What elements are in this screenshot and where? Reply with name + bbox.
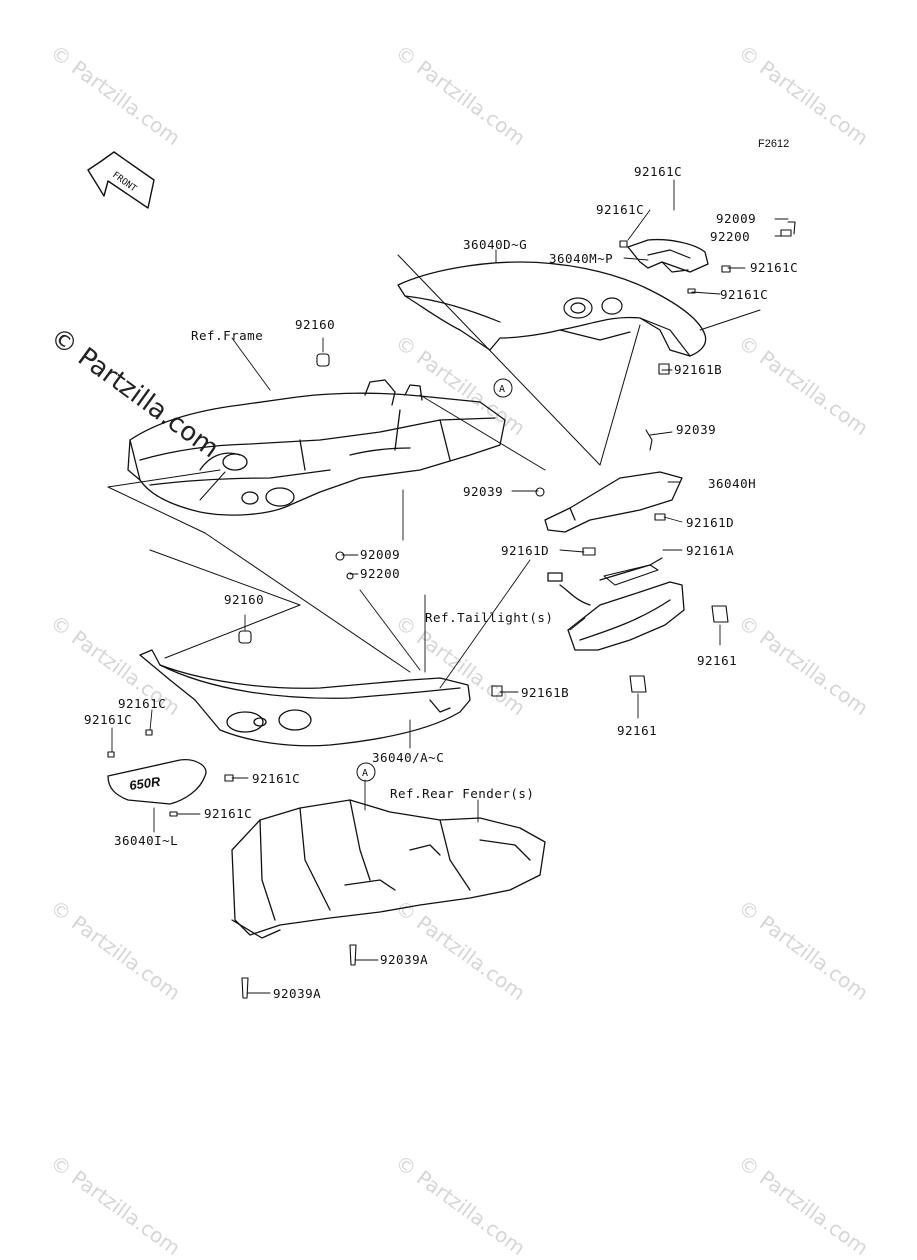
part-label[interactable]: 92039: [676, 422, 717, 437]
part-label[interactable]: 92161C: [596, 202, 645, 217]
part-label[interactable]: 92161: [617, 723, 658, 738]
top-cover-small: [627, 238, 709, 273]
part-label[interactable]: 92039: [463, 484, 504, 499]
svg-text:A: A: [499, 384, 505, 395]
front-label: FRONT: [110, 170, 138, 194]
part-label[interactable]: 92009: [360, 547, 401, 562]
part-label[interactable]: 92161B: [521, 685, 570, 700]
part-label[interactable]: 92039A: [273, 986, 322, 1001]
part-label[interactable]: 92161C: [204, 806, 253, 821]
part-label[interactable]: 92161D: [501, 543, 550, 558]
rear-fender: [231, 799, 546, 939]
leader-lines: [111, 179, 789, 994]
taillight: [547, 557, 685, 651]
side-cover-650r: 650R: [107, 759, 207, 805]
part-label[interactable]: 36040/A~C: [372, 750, 445, 765]
part-label[interactable]: 92009: [716, 211, 757, 226]
frame: [127, 379, 506, 516]
part-label[interactable]: 92200: [710, 229, 751, 244]
part-label[interactable]: 92161C: [720, 287, 769, 302]
part-label[interactable]: 36040H: [708, 476, 757, 491]
part-label[interactable]: 92161B: [674, 362, 723, 377]
part-label[interactable]: 92161A: [686, 543, 735, 558]
part-label[interactable]: 92161: [697, 653, 738, 668]
svg-text:A: A: [362, 768, 368, 779]
figure-code: F2612: [758, 138, 790, 150]
part-label[interactable]: 92161D: [686, 515, 735, 530]
part-label[interactable]: 92161C: [252, 771, 301, 786]
part-label[interactable]: Ref.Frame: [191, 328, 264, 343]
part-label[interactable]: 36040M~P: [549, 251, 614, 266]
part-label[interactable]: 92160: [295, 317, 336, 332]
part-label[interactable]: 92039A: [380, 952, 429, 967]
part-label[interactable]: 92161C: [84, 712, 133, 727]
part-label[interactable]: 92200: [360, 566, 401, 581]
part-label[interactable]: 36040D~G: [463, 237, 528, 252]
hardware: [107, 221, 796, 999]
seat-cover-upper: [397, 261, 707, 357]
reference-a-badge: A: [493, 378, 513, 398]
part-label[interactable]: 92161C: [634, 164, 683, 179]
front-arrow-icon: FRONT: [87, 151, 155, 209]
guide-lines: [107, 254, 761, 673]
part-label[interactable]: 36040I~L: [114, 833, 179, 848]
seat-cover-lower: [139, 649, 471, 747]
part-label[interactable]: 92160: [224, 592, 265, 607]
reference-a-badge: A: [356, 762, 376, 782]
plate-36040h: [544, 471, 683, 533]
part-label[interactable]: Ref.Rear Fender(s): [390, 786, 535, 801]
part-label[interactable]: 92161C: [118, 696, 167, 711]
parts-diagram: FRONT: [87, 151, 796, 999]
part-label[interactable]: 92161C: [750, 260, 799, 275]
part-label[interactable]: Ref.Taillight(s): [425, 610, 554, 625]
cover-logo: 650R: [128, 774, 161, 793]
